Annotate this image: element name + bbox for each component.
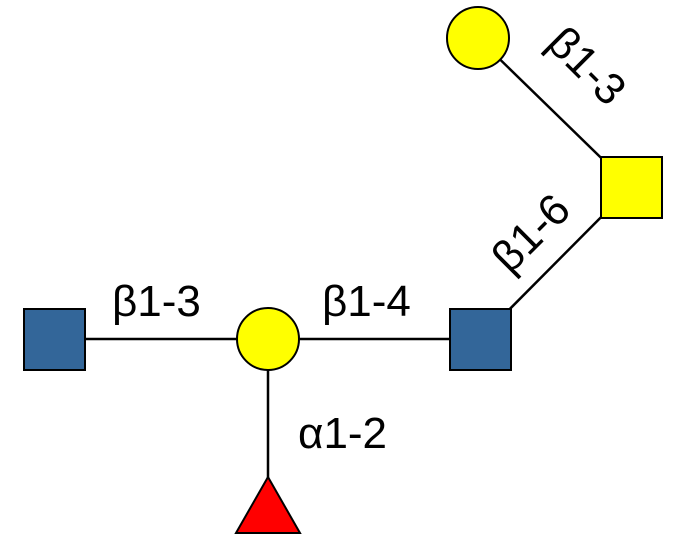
linkage-label-right: β1-4 [322,277,411,326]
glcnac-square-right [449,308,512,371]
galactose-circle-core [236,307,300,371]
fucose-triangle [234,474,302,534]
linkage-label-left: β1-3 [112,277,201,326]
linkage-label-branch: β1-6 [482,185,580,283]
linkage-label-top: β1-3 [538,17,636,115]
galactose-circle-top [446,6,510,70]
linkage-label-fucose: α1-2 [298,409,387,458]
glcnac-square-left [23,308,86,371]
galnac-square-branch [600,156,663,219]
